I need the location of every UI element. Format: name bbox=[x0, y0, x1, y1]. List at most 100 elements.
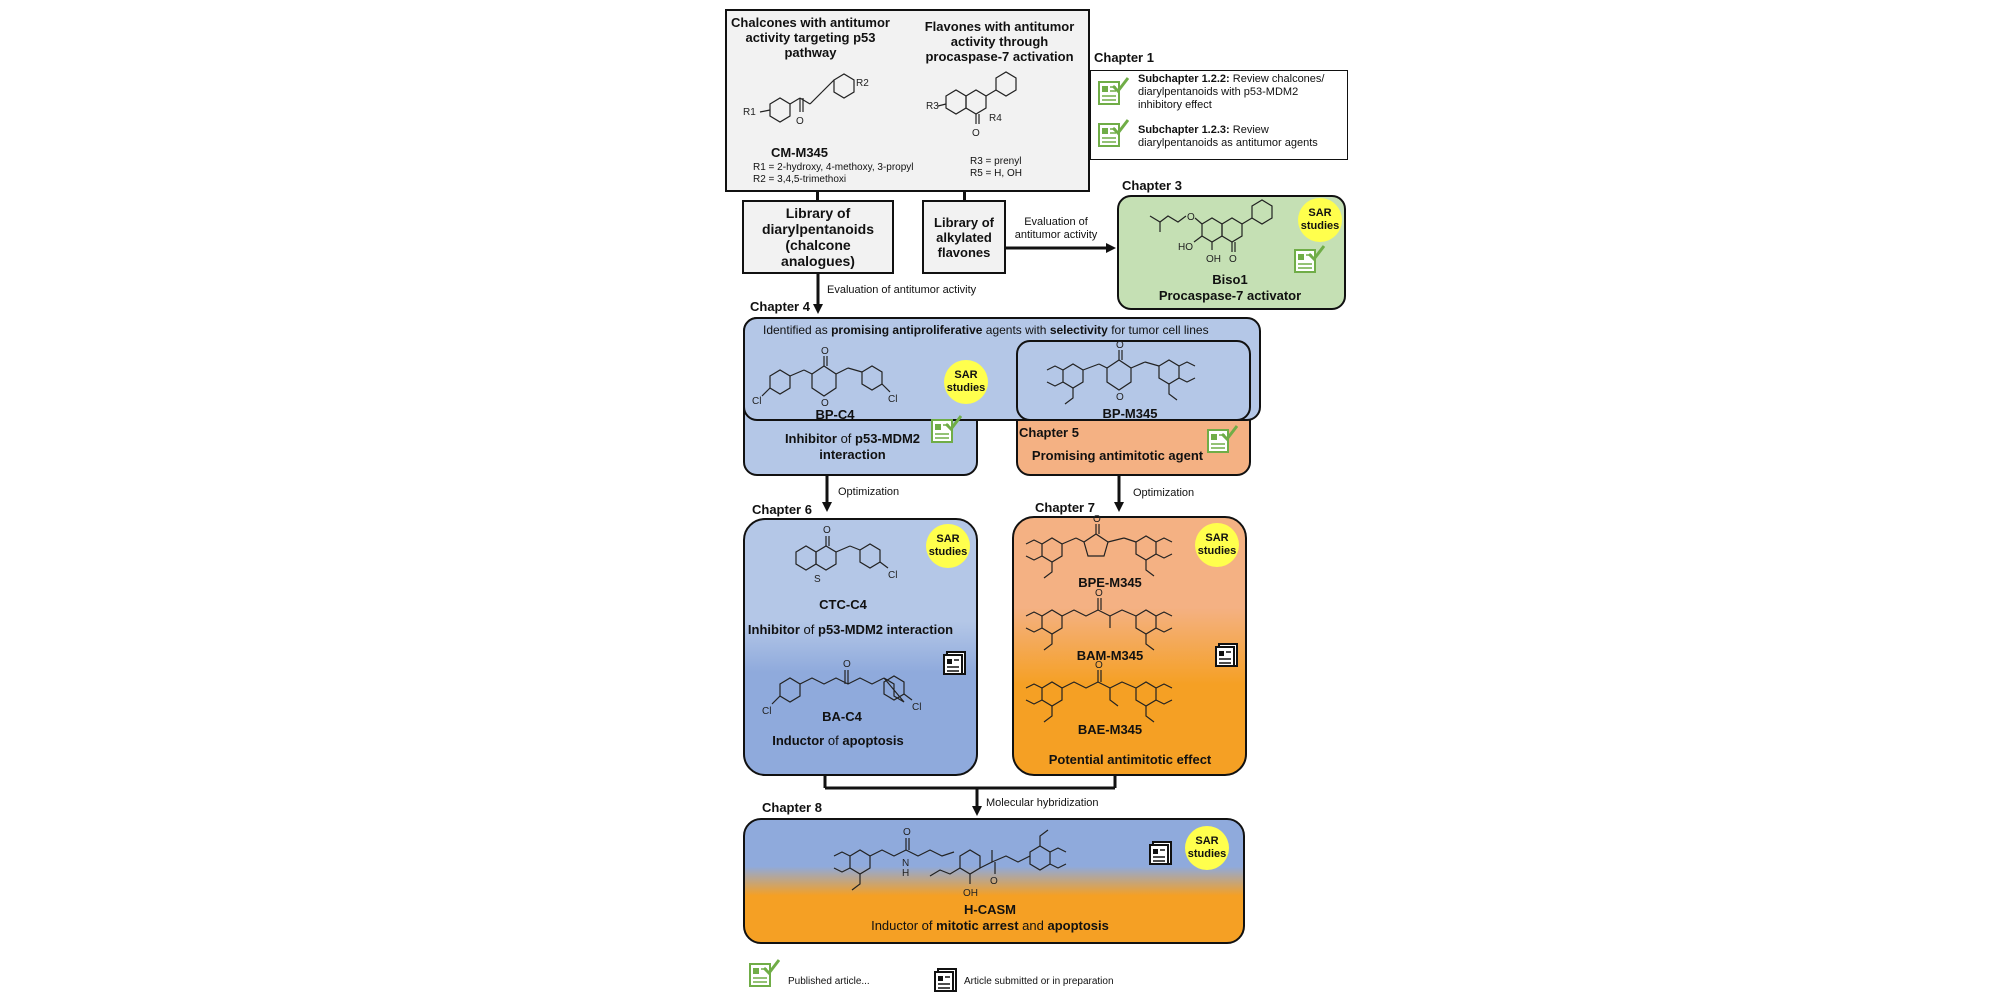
biso1-activity: Procaspase-7 activator bbox=[1158, 288, 1302, 303]
chapter3-title: Chapter 3 bbox=[1122, 178, 1182, 193]
connector-top-left bbox=[816, 192, 819, 200]
r2-definition: R2 = 3,4,5-trimethoxi bbox=[753, 174, 847, 185]
bp-m345-ketone-o: O bbox=[1116, 340, 1124, 351]
h-casm-activity-bold-1: mitotic arrest bbox=[936, 918, 1019, 933]
arrow-eval-down bbox=[813, 274, 823, 314]
chapter5-title: Chapter 5 bbox=[1019, 425, 1079, 440]
ba-c4-cl-left: Cl bbox=[762, 706, 771, 717]
h-casm-h: H bbox=[902, 868, 909, 879]
bp-m345-structure: O O bbox=[1046, 340, 1196, 405]
biso1-ho: HO bbox=[1178, 242, 1193, 253]
r1-definition: R1 = 2-hydroxy, 4-methoxy, 3-propyl bbox=[753, 162, 914, 173]
biso1-ether-o: O bbox=[1187, 212, 1195, 223]
h-casm-structure: O N H OH O bbox=[833, 827, 1067, 899]
legend-submitted-label: Article submitted or in preparation bbox=[964, 976, 1114, 987]
sar-studies-badge: SAR studies bbox=[944, 360, 988, 404]
chapter1-title: Chapter 1 bbox=[1094, 50, 1154, 65]
eval-right-label: Evaluation of antitumor activity bbox=[1014, 216, 1098, 241]
chapter1-item1-text: Review chalcones/ diarylpentanoids with … bbox=[1138, 73, 1325, 111]
chapter4-title: Chapter 4 bbox=[750, 299, 810, 314]
biso1-name: Biso1 bbox=[1212, 272, 1248, 287]
submitted-article-icon bbox=[1215, 643, 1238, 667]
biso1-oh: OH bbox=[1206, 254, 1221, 265]
carbonyl-o-label: O bbox=[796, 116, 804, 127]
r2-label: R2 bbox=[856, 78, 869, 89]
arrow-optimization-right bbox=[1114, 476, 1124, 512]
h-casm-amide-o: O bbox=[903, 827, 911, 838]
sar-studies-badge: SAR studies bbox=[926, 524, 970, 568]
r3-definition: R3 = prenyl bbox=[970, 156, 1022, 167]
sar-studies-badge: SAR studies bbox=[1195, 523, 1239, 567]
ctc-c4-structure: O S Cl bbox=[795, 525, 897, 585]
submitted-article-icon bbox=[1149, 841, 1172, 865]
chapter1-box bbox=[1090, 70, 1348, 160]
bp-c4-ring-o: O bbox=[821, 398, 829, 409]
chapter4-banner-text: Identified as promising antiproliferativ… bbox=[763, 323, 1209, 337]
sar-studies-badge: SAR studies bbox=[1185, 826, 1229, 870]
ctc-c4-cl: Cl bbox=[888, 570, 897, 581]
library-flavones-label: Library of alkylated flavones bbox=[934, 214, 994, 260]
bam-m345-name: BAM-M345 bbox=[1076, 648, 1144, 663]
ba-c4-structure: Cl Cl O bbox=[762, 659, 921, 717]
optimization-right-label: Optimization bbox=[1133, 487, 1195, 499]
chapter7-title: Chapter 7 bbox=[1035, 500, 1095, 515]
published-article-icon bbox=[1098, 77, 1129, 105]
ctc-c4-name: CTC-C4 bbox=[819, 597, 867, 612]
cm-m345-name: CM-M345 bbox=[770, 145, 829, 160]
chapter1-item2-text: Review diarylpentanoids as antitumor age… bbox=[1138, 124, 1318, 149]
ctc-c4-s: S bbox=[814, 574, 821, 585]
ba-c4-activity-of: of bbox=[827, 733, 839, 748]
h-casm-activity-mid: and bbox=[1022, 918, 1044, 933]
bp-c4-cl-left: Cl bbox=[752, 396, 761, 407]
arrow-eval-right bbox=[1006, 243, 1116, 253]
bae-m345-structure: O bbox=[1025, 660, 1173, 723]
published-article-icon bbox=[931, 415, 962, 443]
bam-m345-ketone-o: O bbox=[1095, 588, 1103, 599]
published-article-icon bbox=[1207, 425, 1238, 453]
library-flavones-box: Library of alkylated flavones bbox=[922, 200, 1006, 274]
bpe-m345-ketone-o: O bbox=[1093, 514, 1101, 525]
biso1-ketone-o: O bbox=[1229, 254, 1237, 265]
submitted-article-icon bbox=[943, 651, 966, 675]
connector-top-right bbox=[963, 192, 966, 200]
library-diarylpentanoids-label: Library of diarylpentanoids (chalcone an… bbox=[761, 205, 875, 269]
ba-c4-cl-right: Cl bbox=[912, 702, 921, 713]
eval-down-label: Evaluation of antitumor activity bbox=[827, 284, 977, 296]
bp-c4-name: BP-C4 bbox=[815, 407, 855, 422]
banner-pre: Identified as bbox=[763, 323, 828, 337]
legend-submitted-icon bbox=[934, 968, 957, 992]
bp-c4-cl-right: Cl bbox=[888, 394, 897, 405]
ba-c4-name: BA-C4 bbox=[822, 709, 862, 724]
ctc-c4-activity-of: of bbox=[803, 622, 815, 637]
h-casm-oh: OH bbox=[963, 888, 978, 899]
chalcone-structure: R1 R2 O bbox=[743, 73, 869, 127]
published-article-icon bbox=[1294, 245, 1325, 273]
h-casm-ketone-o: O bbox=[990, 876, 998, 887]
biso1-structure: O HO OH O bbox=[1149, 199, 1273, 265]
bpe-m345-structure: O bbox=[1025, 514, 1173, 579]
chapter6-title: Chapter 6 bbox=[752, 502, 812, 517]
ba-c4-ketone-o: O bbox=[843, 659, 851, 670]
h-casm-activity-pre: Inductor of bbox=[871, 918, 933, 933]
chapter1-item2-bold: Subchapter 1.2.3: bbox=[1138, 124, 1230, 136]
chapter1-item2: Subchapter 1.2.3: Review diarylpentanoid… bbox=[1138, 124, 1343, 150]
h-casm-activity: Inductor of mitotic arrest and apoptosis bbox=[820, 918, 1160, 933]
ctc-c4-activity-pre: Inhibitor bbox=[747, 622, 800, 637]
ba-c4-activity-post: apoptosis bbox=[842, 733, 904, 748]
bp-m345-ring-o: O bbox=[1116, 392, 1124, 403]
bae-m345-name: BAE-M345 bbox=[1077, 722, 1143, 737]
r1-label: R1 bbox=[743, 107, 756, 118]
ctc-c4-activity-post: p53-MDM2 interaction bbox=[818, 622, 954, 637]
ctc-c4-activity: Inhibitor of p53-MDM2 interaction bbox=[743, 622, 958, 637]
optimization-left-label: Optimization bbox=[838, 486, 900, 498]
bae-m345-ketone-o: O bbox=[1095, 660, 1103, 671]
arrow-optimization-left bbox=[822, 476, 832, 512]
library-diarylpentanoids-box: Library of diarylpentanoids (chalcone an… bbox=[742, 200, 894, 274]
bp-c4-structure: Cl Cl O O bbox=[752, 346, 897, 409]
h-casm-activity-bold-2: apoptosis bbox=[1047, 918, 1109, 933]
r5-definition: R5 = H, OH bbox=[970, 168, 1022, 179]
r3-label: R3 bbox=[926, 101, 939, 112]
banner-post: for tumor cell lines bbox=[1111, 323, 1209, 337]
flavone-o-label: O bbox=[972, 128, 980, 139]
bp-c4-activity-pre: Inhibitor bbox=[784, 431, 837, 446]
